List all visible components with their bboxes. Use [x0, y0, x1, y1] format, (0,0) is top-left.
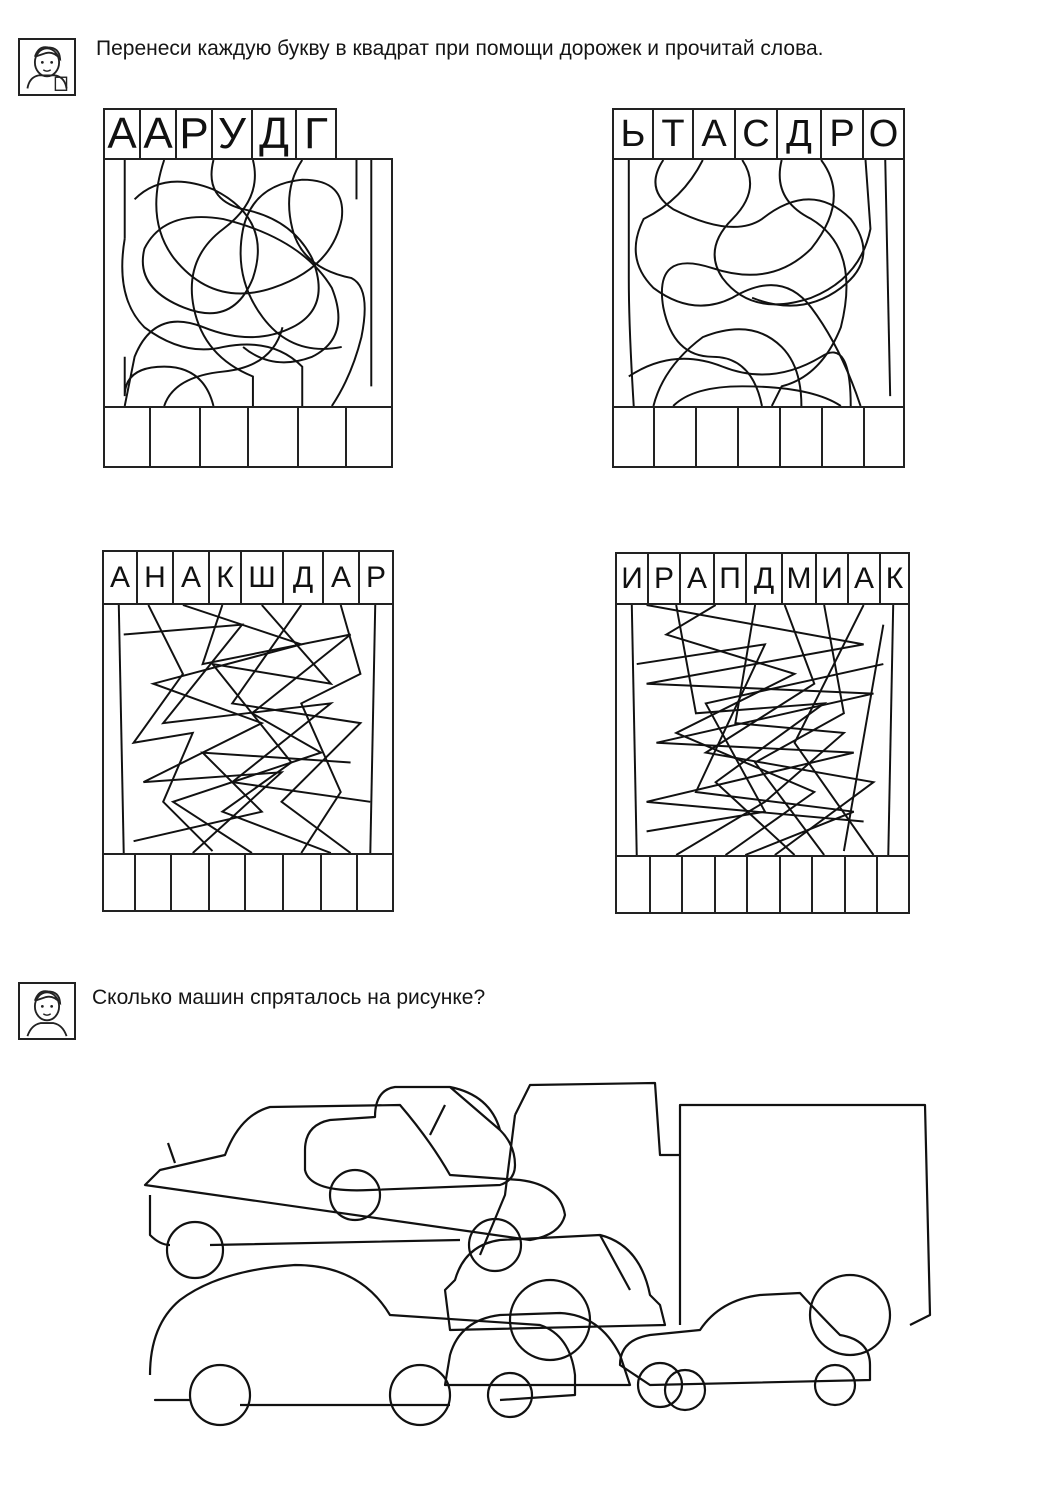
- answer-box[interactable]: [714, 855, 746, 914]
- letter-cell: Д: [745, 552, 781, 605]
- letter-cell: Т: [652, 108, 692, 160]
- answer-box[interactable]: [320, 853, 356, 912]
- answer-box[interactable]: [134, 853, 170, 912]
- answer-box[interactable]: [297, 406, 345, 468]
- letter-row: И Р А П Д М И А К: [615, 552, 910, 605]
- answer-box[interactable]: [821, 406, 863, 468]
- answer-box[interactable]: [615, 855, 649, 914]
- letter-cell: А: [679, 552, 713, 605]
- answer-box[interactable]: [746, 855, 779, 914]
- maze-curvy: [612, 158, 905, 408]
- letter-cell: Д: [251, 108, 295, 160]
- maze-puzzle-3: А Н А К Ш Д А Р: [102, 550, 394, 912]
- maze-zigzag: [615, 603, 910, 857]
- letter-row: А Н А К Ш Д А Р: [102, 550, 394, 605]
- letter-cell: А: [172, 550, 208, 605]
- answer-box[interactable]: [811, 855, 844, 914]
- letter-cell: Р: [175, 108, 211, 160]
- answer-box[interactable]: [844, 855, 876, 914]
- letter-cell: У: [211, 108, 251, 160]
- answer-box[interactable]: [863, 406, 905, 468]
- answer-box[interactable]: [653, 406, 695, 468]
- hidden-cars-illustration: [120, 1075, 950, 1465]
- letter-cell: Н: [136, 550, 172, 605]
- letter-cell: А: [692, 108, 734, 160]
- letter-cell: О: [862, 108, 905, 160]
- answer-box[interactable]: [737, 406, 779, 468]
- letter-cell: М: [781, 552, 815, 605]
- answer-box[interactable]: [876, 855, 910, 914]
- answer-box[interactable]: [779, 406, 821, 468]
- task2-instruction: Сколько машин спряталось на рисунке?: [92, 986, 486, 1009]
- letter-row: А А Р У Д Г: [103, 108, 337, 160]
- letter-cell: К: [208, 550, 240, 605]
- letter-cell: А: [103, 108, 139, 160]
- letter-cell: Г: [295, 108, 337, 160]
- maze-curvy: [103, 158, 393, 408]
- letter-cell: Д: [282, 550, 322, 605]
- letter-cell: И: [615, 552, 647, 605]
- answer-box[interactable]: [199, 406, 247, 468]
- letter-cell: Р: [820, 108, 862, 160]
- letter-cell: А: [847, 552, 879, 605]
- child-face-icon: [18, 982, 76, 1040]
- answer-box[interactable]: [695, 406, 737, 468]
- letter-cell: К: [879, 552, 910, 605]
- task1-instruction: Перенеси каждую букву в квадрат при помо…: [96, 37, 824, 60]
- answer-box[interactable]: [356, 853, 394, 912]
- answer-box[interactable]: [102, 853, 134, 912]
- answer-box[interactable]: [282, 853, 320, 912]
- letter-cell: Р: [358, 550, 394, 605]
- answer-row: [103, 406, 393, 468]
- answer-box[interactable]: [649, 855, 681, 914]
- letter-cell: С: [734, 108, 776, 160]
- letter-cell: Ь: [612, 108, 652, 160]
- answer-box[interactable]: [103, 406, 149, 468]
- answer-box[interactable]: [247, 406, 297, 468]
- answer-box[interactable]: [345, 406, 393, 468]
- letter-cell: Д: [776, 108, 820, 160]
- answer-box[interactable]: [779, 855, 811, 914]
- letter-cell: П: [713, 552, 745, 605]
- letter-cell: А: [322, 550, 358, 605]
- answer-box[interactable]: [244, 853, 282, 912]
- answer-row: [615, 855, 910, 914]
- letter-cell: Р: [647, 552, 679, 605]
- answer-row: [102, 853, 394, 912]
- maze-puzzle-2: Ь Т А С Д Р О: [612, 108, 905, 468]
- answer-row: [612, 406, 905, 468]
- child-face-icon: [18, 38, 76, 96]
- maze-puzzle-4: И Р А П Д М И А К: [615, 552, 910, 914]
- answer-box[interactable]: [208, 853, 244, 912]
- letter-cell: И: [815, 552, 847, 605]
- answer-box[interactable]: [149, 406, 199, 468]
- letter-cell: А: [139, 108, 175, 160]
- letter-cell: А: [102, 550, 136, 605]
- letter-cell: Ш: [240, 550, 282, 605]
- letter-row: Ь Т А С Д Р О: [612, 108, 905, 160]
- answer-box[interactable]: [612, 406, 653, 468]
- maze-puzzle-1: А А Р У Д Г: [103, 108, 393, 468]
- maze-zigzag: [102, 603, 394, 855]
- answer-box[interactable]: [681, 855, 714, 914]
- answer-box[interactable]: [170, 853, 208, 912]
